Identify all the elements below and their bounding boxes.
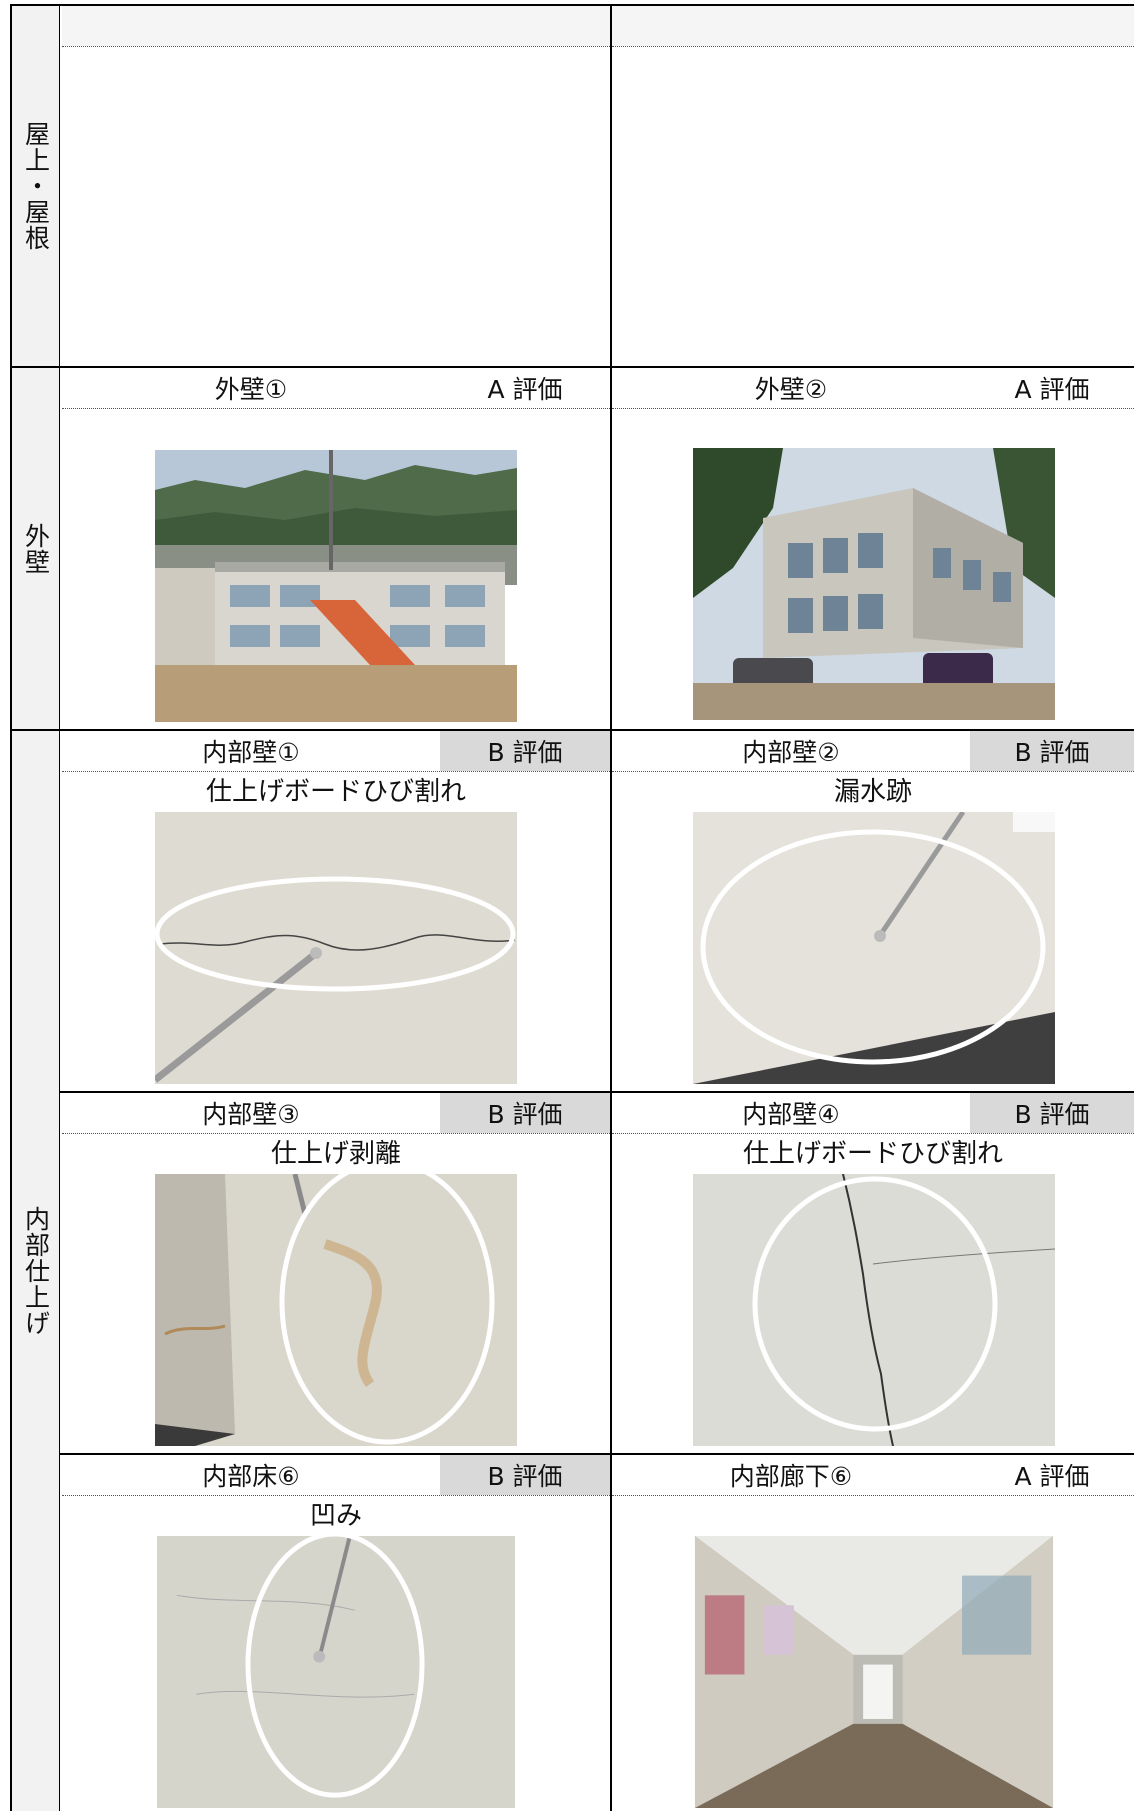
category-roof-label: 屋上・屋根	[21, 121, 51, 251]
exterior-right-title: 外壁②	[754, 375, 828, 404]
row-divider-interior-2	[60, 1453, 1134, 1455]
interior-r3-right-header: 内部廊下⑥ A 評価	[612, 1455, 1134, 1495]
exterior-right-header: 外壁② A 評価	[612, 368, 1134, 408]
row-divider-roof	[10, 366, 1134, 368]
interior-r1-right-title: 内部壁②	[742, 738, 840, 767]
interior-r2-right-grade: B 評価	[970, 1093, 1134, 1133]
interior-wall-photo-3	[155, 1174, 517, 1446]
interior-wall-photo-2	[693, 812, 1055, 1084]
table-top-border	[10, 4, 1134, 6]
category-exterior-label: 外壁	[21, 522, 51, 575]
interior-wall-photo-1	[155, 812, 517, 1084]
interior-r3-right-grade: A 評価	[1014, 1462, 1090, 1491]
interior-r3-left-grade: B 評価	[440, 1455, 610, 1495]
interior-r3-right-title: 内部廊下⑥	[729, 1462, 853, 1491]
interior-wall-photo-4	[693, 1174, 1055, 1446]
exterior-right-grade: A 評価	[1014, 375, 1090, 404]
column-divider	[610, 4, 612, 1811]
interior-r3-left-header: 内部床⑥ B 評価	[62, 1455, 610, 1495]
exterior-left-header: 外壁① A 評価	[62, 368, 610, 408]
exterior-photo-2	[693, 448, 1055, 720]
category-roof: 屋上・屋根	[10, 6, 60, 366]
interior-corridor-photo	[693, 1536, 1055, 1811]
exterior-left-title: 外壁①	[214, 375, 288, 404]
interior-r1-left-title: 内部壁①	[202, 738, 300, 767]
roof-header-band	[62, 6, 610, 46]
exterior-photo-1	[155, 450, 517, 722]
interior-r1-left-grade: B 評価	[440, 731, 610, 771]
interior-r1-right-grade: B 評価	[970, 731, 1134, 771]
row-divider-interior-1	[60, 1091, 1134, 1093]
interior-r2-left-header: 内部壁③ B 評価	[62, 1093, 610, 1133]
interior-floor-photo	[155, 1536, 517, 1811]
interior-r1-right-caption: 漏水跡	[833, 777, 912, 807]
row-divider-exterior	[10, 729, 1134, 731]
interior-r1-right-header: 内部壁② B 評価	[612, 731, 1134, 771]
category-interior: 内部仕上げ	[10, 731, 60, 1811]
interior-r2-left-grade: B 評価	[440, 1093, 610, 1133]
interior-r2-left-title: 内部壁③	[202, 1100, 300, 1129]
interior-r2-left-caption: 仕上げ剥離	[270, 1139, 401, 1169]
interior-r2-right-header: 内部壁④ B 評価	[612, 1093, 1134, 1133]
interior-r3-left-title: 内部床⑥	[202, 1462, 300, 1491]
interior-r2-right-caption: 仕上げボードひび割れ	[742, 1139, 1003, 1169]
interior-r1-left-caption: 仕上げボードひび割れ	[205, 777, 466, 807]
interior-r1-left-header: 内部壁① B 評価	[62, 731, 610, 771]
category-interior-label: 内部仕上げ	[21, 1206, 51, 1336]
roof-header-band-right	[612, 6, 1134, 46]
exterior-left-grade: A 評価	[487, 375, 563, 404]
interior-r2-right-title: 内部壁④	[742, 1100, 840, 1129]
interior-r3-left-caption: 凹み	[309, 1501, 362, 1531]
category-exterior: 外壁	[10, 368, 60, 729]
